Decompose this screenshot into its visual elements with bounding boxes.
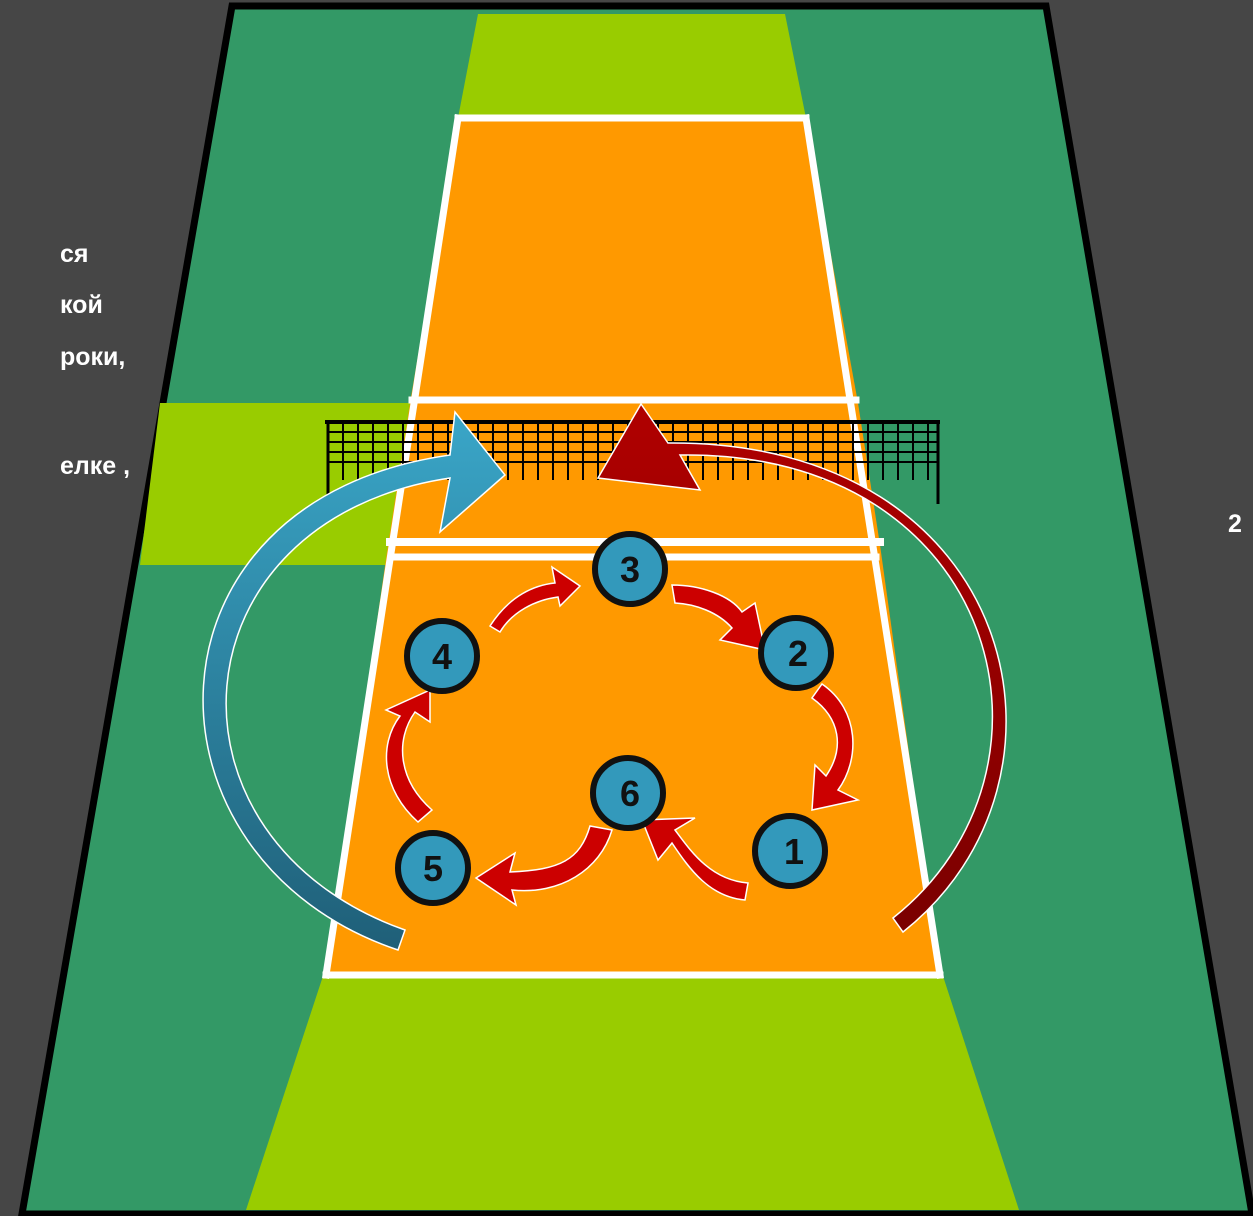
rotation-arrow-4-to-3 bbox=[488, 565, 582, 634]
player-number-5: 5 bbox=[423, 848, 443, 889]
player-number-2: 2 bbox=[788, 633, 808, 674]
players: 3 4 2 6 1 5 bbox=[395, 531, 834, 906]
player-2: 2 bbox=[758, 615, 834, 691]
rotation-arrow-3-to-2 bbox=[671, 584, 766, 651]
free-zone-bottom bbox=[246, 973, 1019, 1210]
player-4: 4 bbox=[404, 618, 480, 694]
text-fragment-2: кой bbox=[60, 291, 103, 319]
text-fragment-1: ся bbox=[60, 240, 89, 268]
rotation-arrows bbox=[384, 565, 861, 907]
rotation-arrow-1-to-6 bbox=[640, 817, 749, 901]
player-number-3: 3 bbox=[620, 549, 640, 590]
player-number-1: 1 bbox=[784, 831, 804, 872]
player-5: 5 bbox=[395, 830, 471, 906]
text-fragment-3: роки, bbox=[60, 343, 126, 371]
player-6: 6 bbox=[590, 755, 666, 831]
text-fragment-4: елке , bbox=[60, 452, 131, 480]
text-fragment-right: 2 bbox=[1228, 510, 1242, 538]
rotation-arrow-6-to-5 bbox=[474, 825, 613, 907]
dark-red-curved-arrow bbox=[596, 402, 1007, 934]
free-zone-top bbox=[458, 14, 806, 118]
rotation-arrow-5-to-4 bbox=[384, 688, 434, 823]
blue-curved-arrow bbox=[202, 410, 507, 951]
rotation-arrow-2-to-1 bbox=[810, 682, 861, 811]
player-number-6: 6 bbox=[620, 773, 640, 814]
player-1: 1 bbox=[752, 813, 828, 889]
player-number-4: 4 bbox=[432, 636, 452, 677]
player-3: 3 bbox=[592, 531, 668, 607]
